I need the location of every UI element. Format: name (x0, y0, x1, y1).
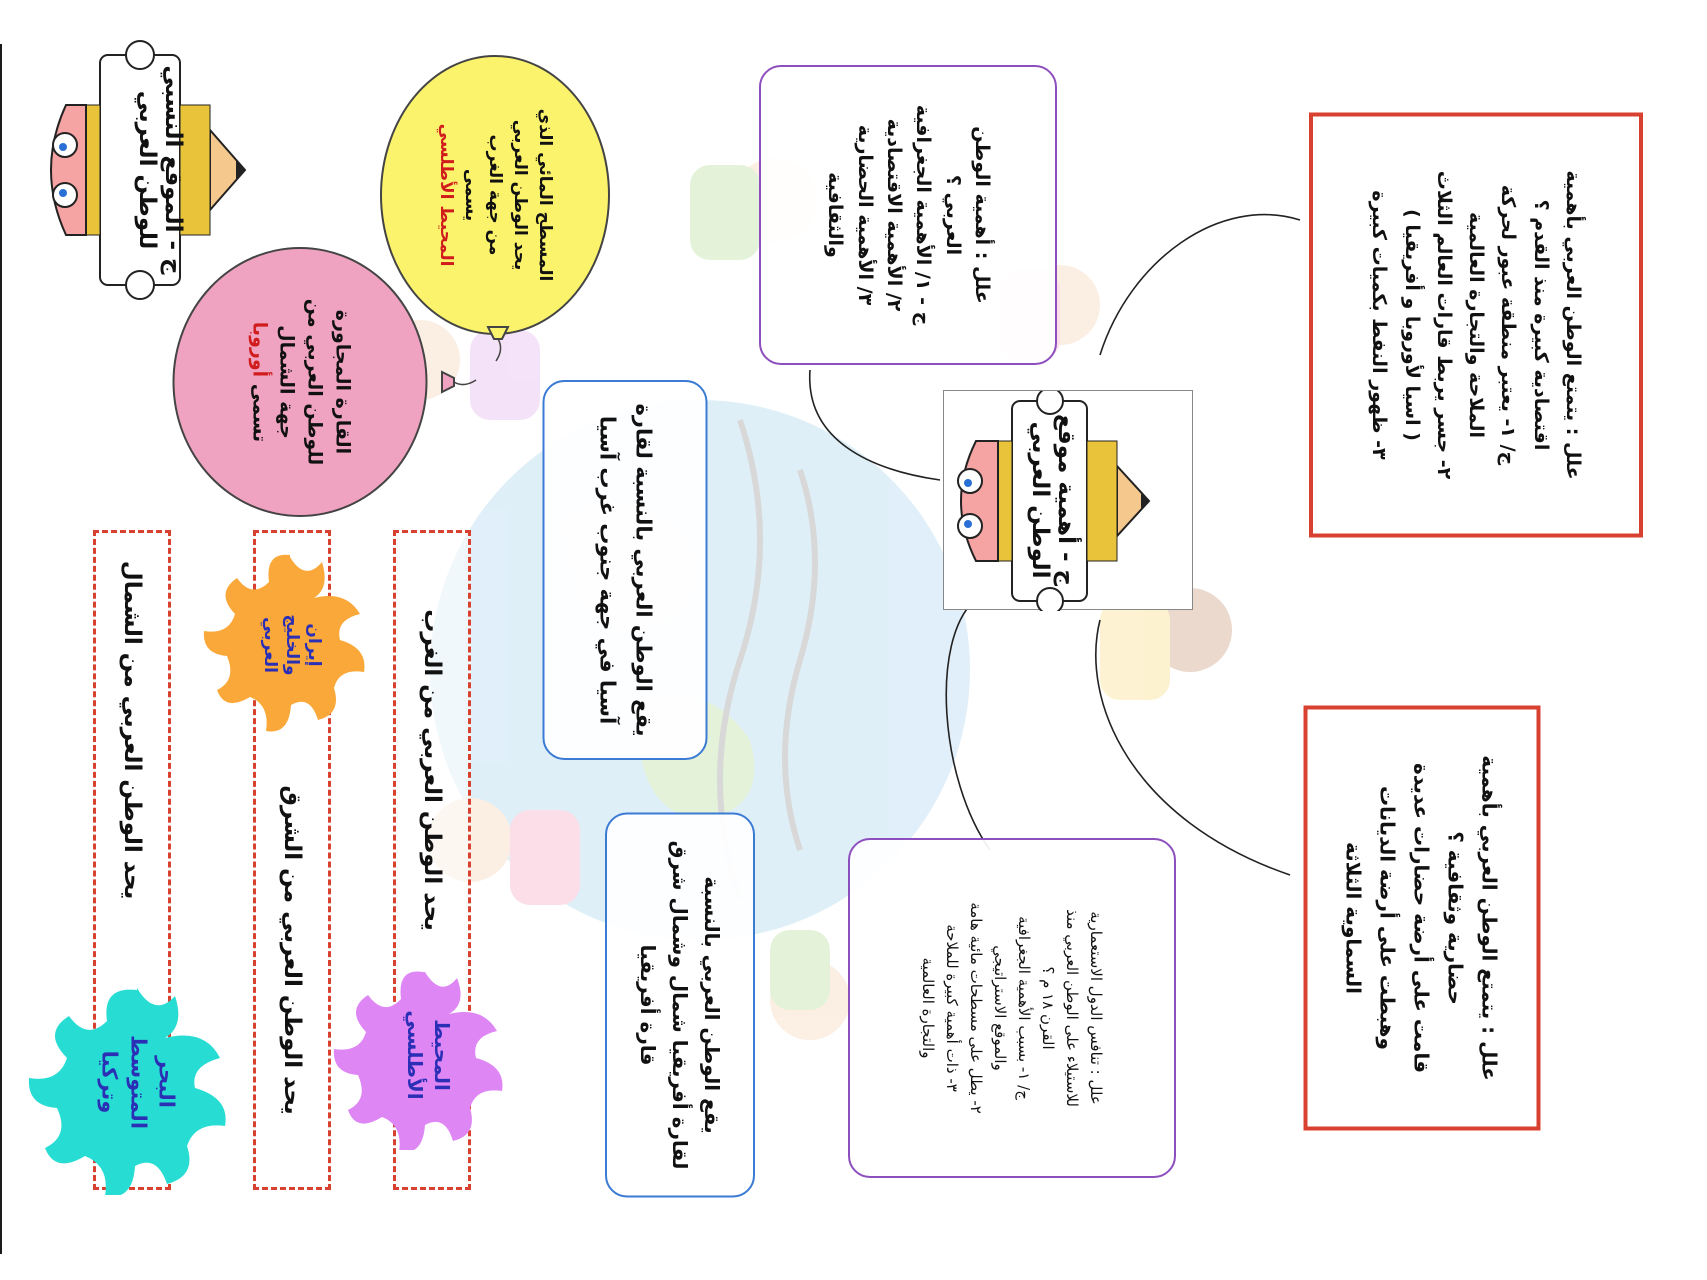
balloon-line: جهة الشمال (276, 325, 298, 439)
child-figure-head (770, 960, 850, 1040)
balloon-line: يسمى (460, 168, 481, 222)
location-line: يقع الوطن العربي بالنسبة لقارة (631, 403, 656, 737)
question-line: ( اسيا لأوروبا و أفريقيا ) (1400, 209, 1423, 441)
splat-line: والخليج (282, 614, 303, 676)
question-line: علل : يتمتع الوطن العربي بأهمية (1562, 170, 1585, 480)
question-line: علل : تنافس الدول الاستعمارية (1087, 911, 1105, 1105)
question-line: والتجارة العالمية (919, 957, 937, 1059)
splat-east-answer: إيران والخليج العربي (259, 614, 325, 675)
question-line: القرن ١٨ م ؟ (1039, 966, 1057, 1050)
splat-line: إيران (304, 623, 325, 667)
question-line: ج/ ١- يعتبر منطقة عبور لحركة (1497, 184, 1520, 466)
border-east-text: يحد الوطن العربي من الشرق (279, 785, 305, 1115)
question-line: ٣- ظهور النفط بكميات كبيرة (1368, 190, 1391, 460)
question-line: للاستيلاء على الوطن العربي منذ (1063, 909, 1081, 1107)
location-line: آسيا في جهة جنوب غرب آسيا (596, 415, 620, 725)
balloon-prefix: تسمى (248, 383, 271, 443)
balloon-line: للوطن العربي من (303, 298, 326, 466)
question-line: ٣/ الأهمية الحضارية (853, 124, 876, 306)
page-left-edge (0, 44, 2, 1254)
banner-line: الوطن العربي (1027, 421, 1053, 579)
question-line: علل : أهمية الوطن (971, 126, 994, 304)
splat-cyan-shape (28, 988, 226, 1195)
question-line: حضارية وثقافية ؟ (1444, 831, 1468, 1005)
balloon-line: المسطح المائي الذي (534, 108, 555, 282)
balloon-answer: المحيط الأطلسي (436, 123, 457, 267)
child-figure-body (690, 165, 760, 260)
question-line: العربي ؟ (941, 174, 964, 256)
question-line: السماوية الثلاثة (1342, 841, 1366, 995)
child-figure-body (1100, 600, 1170, 700)
location-line: قارة أفريقيا (636, 944, 660, 1066)
pencil-character-icon (50, 40, 247, 300)
connector-line (945, 599, 991, 851)
banner-line: ج - الموقع النسبي (160, 65, 186, 275)
question-box-economic: علل : يتمتع الوطن العربي بأهمية اقتصادية… (1309, 112, 1643, 538)
splat-violet-shape (333, 971, 503, 1150)
balloon-knot-icon (441, 370, 477, 394)
splat-line: المحيط (430, 1019, 454, 1091)
splat-line: العربي (259, 617, 280, 673)
question-box-colonial: علل : تنافس الدول الاستعمارية للاستيلاء … (848, 838, 1176, 1178)
splat-line: المتوسط (126, 1034, 151, 1130)
question-line: والموقع الاستراتيجي (991, 945, 1009, 1071)
location-line: لقارة أفريقيا شمال وشمال شرق (668, 840, 692, 1170)
banner-line: ج - أهمية موقع (1053, 413, 1079, 587)
balloon-line: من جهة الغرب (485, 134, 506, 256)
pencil-character-icon (957, 391, 1151, 611)
question-line: ٢- جسر يربط قارات العالم الثلاث (1432, 170, 1455, 480)
question-line: ج - ١/ الأهمية الجغرافية (912, 104, 935, 326)
question-line: ٢/ الأهمية الاقتصادية (883, 118, 905, 312)
question-line: علل : يتمتع الوطن العربي بأهمية (1478, 755, 1502, 1081)
child-figure-body (470, 330, 540, 420)
question-line: اقتصادية كبيرة منذ القدم ؟ (1529, 199, 1552, 451)
banner-line: للوطن العربي (134, 90, 160, 250)
banner-relative-position-title: ج - الموقع النسبي للوطن العربي (134, 65, 186, 274)
border-north-text: يحد الوطن العربي من الشمال (119, 560, 145, 900)
question-line: ج/ ١- بسبب الأهمية الجغرافية (1015, 916, 1033, 1100)
balloon-knot-icon (486, 326, 510, 362)
balloon-line: يحد الوطن العربي (509, 119, 530, 271)
question-box-importance: علل : أهمية الوطن العربي ؟ ج - ١/ الأهمي… (759, 65, 1057, 365)
splat-north-answer: البحر المتوسط وتركيا (95, 1035, 180, 1129)
question-line: قامت على أرضة حضارات عديدة (1410, 762, 1434, 1074)
splat-line: الأطلسي (403, 1010, 427, 1100)
question-line: ٣- ذات أهمية كبيرة للملاحة (943, 924, 961, 1092)
balloon-answer: أوروبا (248, 321, 271, 378)
question-line: ٢- يطل على مسطحات مائية هامة (967, 902, 985, 1114)
balloon-answer-line: تسمى أوروبا (245, 322, 273, 442)
location-box-asia: يقع الوطن العربي بالنسبة لقارة آسيا في ج… (542, 380, 708, 760)
banner-location-importance: ج - أهمية موقع الوطن العربي (943, 390, 1193, 611)
connector-line (1095, 619, 1291, 876)
question-line: الملاحة والتجارة العالمية (1465, 211, 1488, 439)
location-box-africa: يقع الوطن العربي بالنسبة لقارة أفريقيا ش… (605, 812, 755, 1198)
child-figure-body (510, 810, 580, 905)
balloon-west-water-body: المسطح المائي الذي يحد الوطن العربي من ج… (380, 55, 610, 335)
border-west-text: يحد الوطن العربي من الغرب (419, 609, 445, 931)
balloon-line: القارة المجاورة (331, 309, 354, 455)
banner-location-importance-title: ج - أهمية موقع الوطن العربي (1027, 414, 1079, 586)
connector-line (1099, 213, 1301, 356)
balloon-north-continent: القارة المجاورة للوطن العربي من جهة الشم… (172, 247, 428, 517)
location-line: يقع الوطن العربي بالنسبة (700, 876, 724, 1134)
child-figure-body (770, 930, 830, 1010)
banner-relative-position: ج - الموقع النسبي للوطن العربي (50, 35, 250, 305)
splat-west-answer: المحيط الأطلسي (401, 1010, 455, 1099)
question-box-cultural: علل : يتمتع الوطن العربي بأهمية حضارية و… (1303, 705, 1541, 1131)
question-line: والثقافية (824, 172, 847, 258)
splat-orange-shape (203, 554, 365, 732)
splat-line: البحر (154, 1056, 179, 1108)
background-title-stroke (782, 469, 818, 851)
connector-line (809, 369, 941, 481)
splat-line: وتركيا (97, 1050, 122, 1114)
question-line: وهبطت على أرضة الديانات (1376, 786, 1400, 1050)
